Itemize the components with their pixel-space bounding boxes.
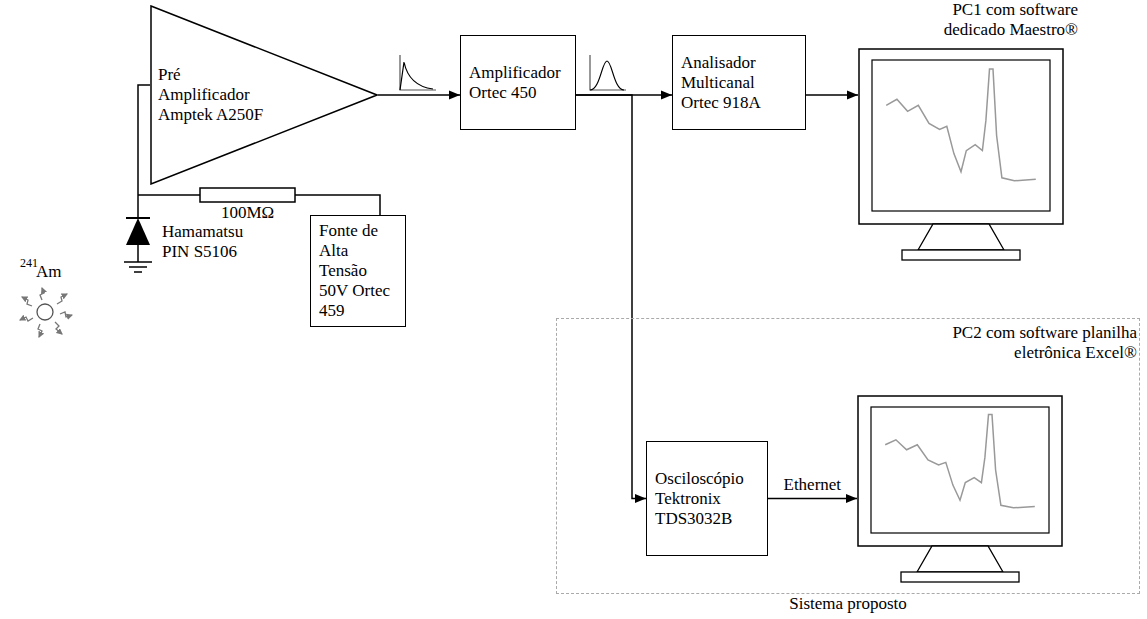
- diode-wire: [137, 245, 139, 262]
- source-label: 241: [20, 256, 38, 270]
- resistor-value: 100MΩ: [195, 203, 300, 223]
- proposed-system-region: Sistema propostoOsciloscópio Tektronix T…: [556, 318, 1140, 594]
- process-box: Analisador Multicanal Ortec 918A: [672, 35, 806, 130]
- diode-symbol: [126, 218, 150, 245]
- arrow-head: [635, 494, 646, 503]
- signal-connector: [378, 94, 460, 96]
- amplifier-triangle: Pré Amplificador Amptek A250F: [150, 5, 378, 185]
- monitor-outline: [858, 48, 1068, 263]
- detector-label: Hamamatsu PIN S5106: [162, 222, 254, 262]
- triangle-text-area: Pré Amplificador Amptek A250F: [158, 5, 264, 185]
- process-box: Fonte de Alta Tensão 50V Ortec 459: [310, 215, 406, 327]
- node-label: Sistema proposto: [557, 594, 1139, 614]
- computer-monitor: PC1 com software dedicado Maestro®: [858, 0, 1078, 262]
- ground-symbol: [124, 262, 152, 272]
- resistor-symbol: [200, 188, 295, 202]
- node-label: Fonte de Alta Tensão 50V Ortec 459: [319, 221, 397, 321]
- signal-connector: [576, 95, 646, 499]
- arrow-head: [847, 91, 858, 100]
- node-label: PC1 com software dedicado Maestro®: [918, 0, 1078, 40]
- pulse-icon: [590, 55, 626, 90]
- node-label: Analisador Multicanal Ortec 918A: [681, 53, 785, 113]
- arrow-head: [661, 91, 672, 100]
- node-label: PC2 com software planilha eletrônica Exc…: [927, 323, 1137, 363]
- node-label: Amplificador Ortec 450: [469, 63, 567, 103]
- edge-label: Ethernet: [782, 475, 844, 495]
- node-label: Osciloscópio Tektronix TDS3032B: [655, 469, 759, 529]
- arrow-head: [846, 494, 857, 503]
- process-box: Osciloscópio Tektronix TDS3032B: [646, 441, 768, 556]
- signal-connector: [768, 498, 857, 500]
- source-label: Am: [36, 262, 62, 282]
- input-wire: [138, 85, 150, 218]
- node-label: Pré Amplificador Amptek A250F: [158, 65, 264, 125]
- pulse-icon: [400, 55, 436, 90]
- radiation-source: [20, 288, 72, 337]
- computer-monitor: PC2 com software planilha eletrônica Exc…: [857, 323, 1137, 591]
- process-box: Amplificador Ortec 450: [460, 35, 576, 130]
- monitor-outline: [857, 395, 1067, 585]
- arrow-head: [449, 91, 460, 100]
